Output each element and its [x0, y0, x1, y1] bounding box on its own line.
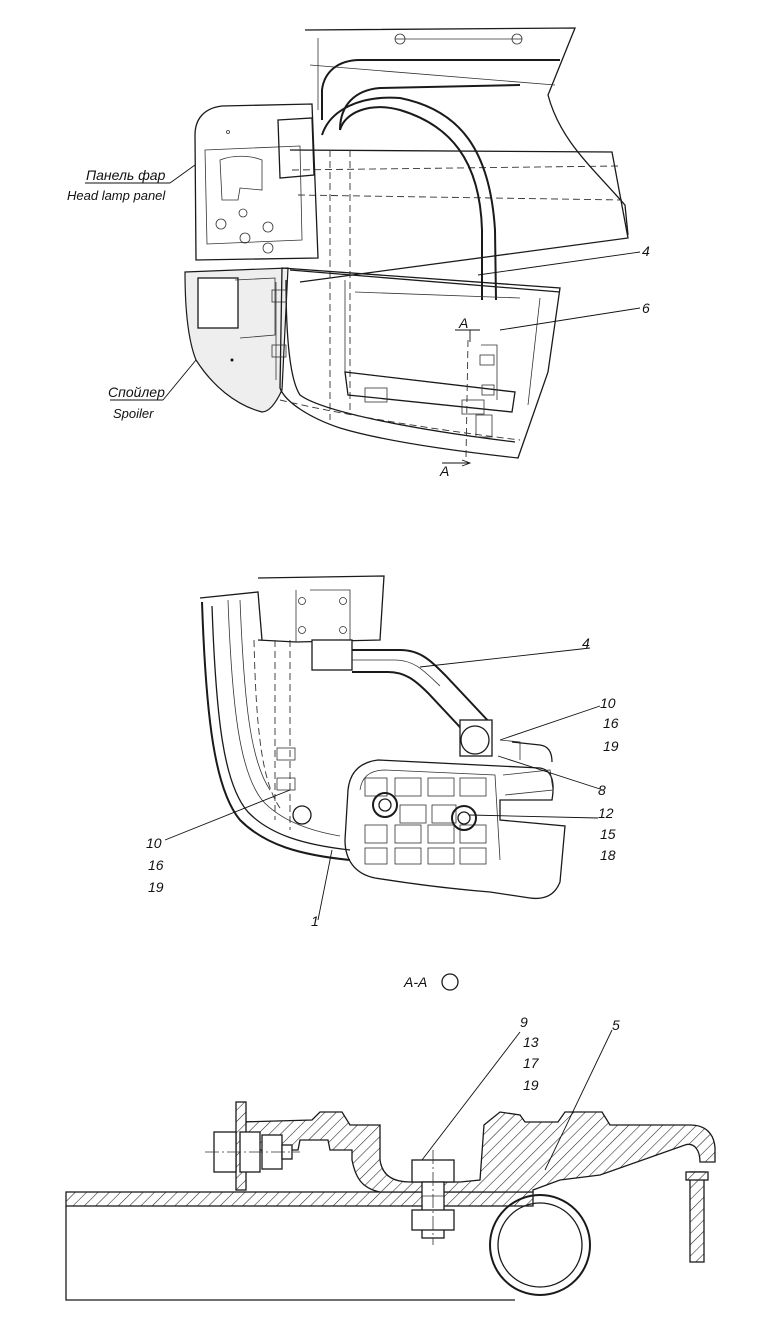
callout-19-right: 19 [603, 738, 619, 754]
callout-10-left: 10 [146, 835, 162, 851]
spoiler-label-ru: Спойлер [108, 384, 165, 400]
callout-13: 13 [523, 1034, 539, 1050]
callout-19-left: 19 [148, 879, 164, 895]
callout-12: 12 [598, 805, 614, 821]
callout-6: 6 [642, 300, 650, 316]
callout-16-left: 16 [148, 857, 164, 873]
callout-5: 5 [612, 1017, 620, 1033]
view-front-assembly: Панель фар Head lamp panel Спойлер Spoil… [67, 27, 650, 479]
section-title: А-А [403, 974, 427, 990]
callout-15: 15 [600, 826, 616, 842]
view-side-assembly: 4 10 16 19 8 12 15 18 10 16 19 1 [146, 575, 619, 929]
callout-9: 9 [520, 1014, 528, 1030]
rotation-symbol [441, 973, 459, 991]
callout-18: 18 [600, 847, 616, 863]
spoiler-label-en: Spoiler [113, 406, 154, 421]
callout-16-right: 16 [603, 715, 619, 731]
callout-1: 1 [311, 913, 319, 929]
section-mark-top: А [458, 315, 468, 331]
view-section-aa: А-А 9 13 17 19 5 [65, 973, 716, 1301]
callout-19-section: 19 [523, 1077, 539, 1093]
callout-4-top: 4 [642, 243, 650, 259]
callout-8: 8 [598, 782, 606, 798]
headlamp-panel-label-en: Head lamp panel [67, 188, 166, 203]
callout-4-mid: 4 [582, 635, 590, 651]
headlamp-panel-label-ru: Панель фар [86, 167, 166, 183]
callout-17: 17 [523, 1055, 540, 1071]
step-grid [364, 777, 487, 865]
section-mark-bottom: А [439, 463, 449, 479]
callout-10-right: 10 [600, 695, 616, 711]
